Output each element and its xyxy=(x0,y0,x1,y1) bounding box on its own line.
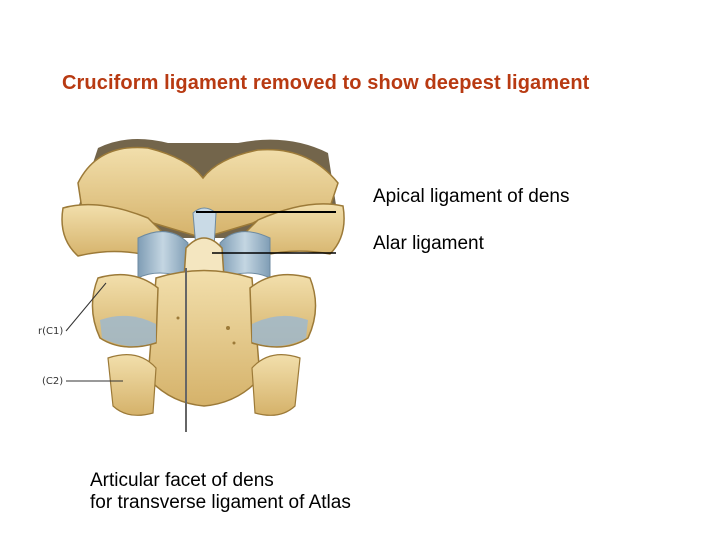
slide-title: Cruciform ligament removed to show deepe… xyxy=(62,72,590,94)
label-articular-facet: Articular facet of dens for transverse l… xyxy=(90,470,351,514)
label-alar-ligament: Alar ligament xyxy=(373,233,484,254)
label-apical-ligament: Apical ligament of dens xyxy=(373,186,570,207)
label-facet-line1: Articular facet of dens xyxy=(90,470,274,491)
alar-ligament-left xyxy=(137,231,189,279)
anatomy-illustration: r(C1) (C2) xyxy=(38,128,368,438)
c2-label: (C2) xyxy=(42,376,63,387)
label-facet-line2: for transverse ligament of Atlas xyxy=(90,492,351,513)
alar-ligament-right xyxy=(219,231,271,279)
axis-body xyxy=(147,269,261,407)
c1-label: r(C1) xyxy=(38,326,63,337)
